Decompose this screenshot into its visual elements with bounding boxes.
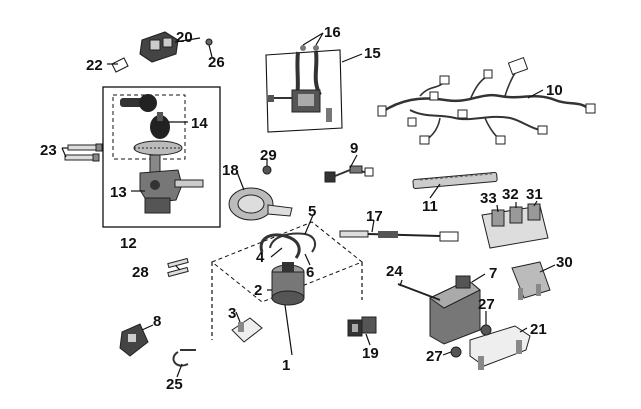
part-strip-11 — [412, 172, 498, 189]
part-nut-29 — [262, 165, 272, 175]
part-fuse — [511, 261, 551, 300]
part-sensor-lead — [324, 165, 374, 183]
callout-6: 6 — [306, 264, 314, 281]
part-horn — [228, 187, 293, 221]
part-ignition-switch — [139, 154, 204, 214]
part-nut-27-upper — [480, 324, 492, 336]
callout-32: 32 — [502, 186, 519, 203]
callout-31: 31 — [526, 186, 543, 203]
part-bolts-28 — [167, 257, 189, 278]
part-regulator — [268, 45, 332, 122]
part-mount-bracket — [469, 325, 531, 370]
part-lead-17 — [339, 230, 459, 242]
callout-11: 11 — [422, 198, 438, 215]
callout-12: 12 — [120, 235, 137, 252]
callout-21: 21 — [530, 321, 547, 338]
callout-33: 33 — [480, 190, 497, 207]
callout-26: 26 — [208, 54, 225, 71]
callout-5: 5 — [308, 203, 316, 220]
callout-29: 29 — [260, 147, 277, 164]
callout-27-upper: 27 — [478, 296, 495, 313]
ignition-switch-group-frame — [102, 86, 221, 228]
part-bolts-23 — [64, 143, 103, 162]
callout-24: 24 — [386, 263, 403, 280]
callout-1: 1 — [282, 357, 290, 374]
part-small-screw — [205, 38, 213, 46]
part-connector-19 — [347, 316, 377, 337]
callout-23: 23 — [40, 142, 57, 159]
callout-4: 4 — [256, 249, 265, 266]
callout-15: 15 — [364, 45, 381, 62]
callout-19: 19 — [362, 345, 379, 362]
callout-25: 25 — [166, 376, 183, 393]
part-fuse-box — [481, 203, 549, 249]
part-coil-bracket — [231, 317, 263, 343]
callout-7: 7 — [489, 265, 497, 282]
part-nut-27-lower — [450, 346, 462, 358]
callout-2: 2 — [254, 282, 262, 299]
callout-28: 28 — [132, 264, 149, 281]
callout-22: 22 — [86, 57, 103, 74]
part-coil-lead — [259, 232, 317, 259]
part-wiring-harness — [377, 56, 596, 145]
callout-9: 9 — [350, 140, 358, 157]
part-cdi-unit — [429, 275, 481, 345]
callout-17: 17 — [366, 208, 383, 225]
callout-14: 14 — [191, 115, 208, 132]
callout-20: 20 — [176, 29, 193, 46]
part-connector-8 — [119, 323, 149, 357]
part-clip-25 — [172, 349, 196, 367]
callout-13: 13 — [110, 184, 127, 201]
leader-lines — [61, 32, 556, 378]
part-relay-connector — [139, 31, 179, 63]
part-ignition-coil — [271, 262, 305, 306]
regulator-group-frame — [265, 49, 343, 133]
callout-labels: 1 2 3 4 5 6 7 8 9 10 11 12 13 14 15 16 1… — [40, 24, 573, 393]
callout-18: 18 — [222, 162, 239, 179]
callout-8: 8 — [153, 313, 161, 330]
callout-16: 16 — [324, 24, 341, 41]
part-clip — [111, 57, 129, 73]
callout-3: 3 — [228, 305, 236, 322]
callout-10: 10 — [546, 82, 563, 99]
callout-30: 30 — [556, 254, 573, 271]
part-key-set — [120, 94, 183, 156]
callout-27-lower: 27 — [426, 348, 443, 365]
part-bolt-24 — [397, 283, 441, 301]
